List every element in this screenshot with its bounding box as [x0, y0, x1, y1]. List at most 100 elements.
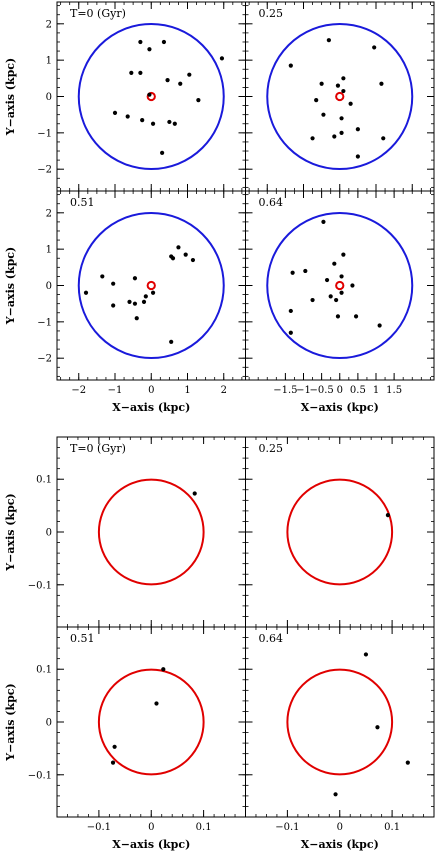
data-point [190, 257, 196, 263]
data-point [150, 121, 156, 126]
data-point [333, 792, 338, 797]
data-point [372, 45, 377, 50]
x-tick-label: −1 [108, 385, 123, 396]
panel-label: 0.64 [259, 632, 284, 645]
data-point [138, 39, 143, 45]
x-axis-label: X−axis (kpc) [112, 401, 190, 414]
panel-label: 0.51 [70, 632, 95, 645]
boundary-circle [266, 23, 414, 170]
data-point [335, 314, 341, 319]
panel-frame [245, 1, 435, 192]
data-point [288, 330, 293, 335]
x-tick-label: 1.5 [386, 385, 402, 396]
data-point [288, 63, 293, 68]
data-point [140, 118, 145, 123]
panel-label: T=0 (Gyr) [70, 442, 126, 455]
y-tick-label: 0 [46, 281, 52, 292]
boundary-circle [97, 478, 205, 586]
data-point [332, 134, 337, 139]
data-point [405, 760, 410, 765]
y-tick-label: 2 [46, 208, 52, 219]
panel-frame [56, 190, 246, 381]
data-point [138, 70, 143, 75]
boundary-circle [77, 23, 225, 170]
y-tick-label: 1 [46, 245, 52, 256]
data-point [125, 114, 130, 119]
boundary-circle [97, 668, 205, 776]
data-point [335, 83, 341, 88]
x-tick-label: 0 [337, 822, 343, 833]
x-tick-label: 1 [373, 385, 379, 396]
data-point [350, 283, 355, 288]
panel-1-2: 0.25 [245, 1, 435, 192]
data-point [310, 297, 315, 303]
y-tick-label: 2 [46, 19, 52, 30]
data-point [321, 112, 326, 117]
data-point [132, 301, 138, 306]
data-point [127, 299, 132, 304]
x-tick-label: 2 [221, 385, 227, 396]
data-point [170, 256, 176, 261]
x-tick-label: −1.5 [273, 385, 297, 396]
data-point [290, 270, 295, 275]
y-tick-label: −1 [37, 128, 52, 139]
data-point [150, 290, 156, 295]
panel-frame [56, 626, 246, 818]
data-point [187, 72, 192, 77]
y-axis-label: Y−axis (kpc) [4, 58, 17, 136]
y-tick-label: −0.1 [28, 770, 52, 781]
x-tick-label: 0.1 [196, 822, 212, 833]
data-point [161, 667, 166, 672]
x-tick-label: −0.5 [309, 385, 333, 396]
data-point [355, 127, 360, 132]
x-axis-label: X−axis (kpc) [112, 838, 190, 851]
data-point [176, 245, 181, 250]
data-point [324, 277, 330, 283]
data-point [161, 39, 167, 45]
data-point [147, 47, 152, 52]
data-point [326, 38, 331, 43]
data-point [353, 314, 359, 319]
data-point [172, 121, 177, 126]
data-point [111, 281, 116, 286]
data-point [183, 252, 188, 257]
data-point [339, 130, 344, 135]
boundary-circle [286, 668, 394, 776]
data-point [169, 339, 174, 344]
x-tick-label: 1 [184, 385, 190, 396]
x-tick-label: −1 [296, 385, 311, 396]
panel-frame [56, 1, 246, 192]
data-point [348, 101, 353, 106]
center-marker [335, 280, 345, 291]
data-point [339, 116, 344, 121]
data-point [341, 88, 346, 94]
data-point [219, 56, 225, 61]
data-point [83, 290, 89, 295]
data-point [341, 252, 346, 257]
x-tick-label: 0 [148, 822, 154, 833]
x-tick-label: −0.1 [87, 822, 111, 833]
data-point [154, 701, 159, 706]
data-point [100, 274, 105, 279]
data-point [334, 297, 339, 303]
y-axis-label: Y−axis (kpc) [4, 493, 17, 571]
center-marker [146, 91, 156, 102]
data-point [363, 652, 369, 657]
panel-label: 0.25 [259, 7, 284, 20]
y-tick-label: −1 [37, 317, 52, 328]
panel-label: 0.51 [70, 196, 95, 209]
y-tick-label: −0.1 [28, 580, 52, 591]
data-point [112, 744, 117, 749]
data-point [303, 268, 308, 274]
y-tick-label: 0.1 [36, 665, 52, 676]
y-axis-label: Y−axis (kpc) [4, 247, 17, 325]
data-point [132, 276, 138, 281]
panel-frame [245, 626, 435, 818]
panel-label: 0.25 [259, 442, 284, 455]
boundary-circle [266, 212, 414, 359]
